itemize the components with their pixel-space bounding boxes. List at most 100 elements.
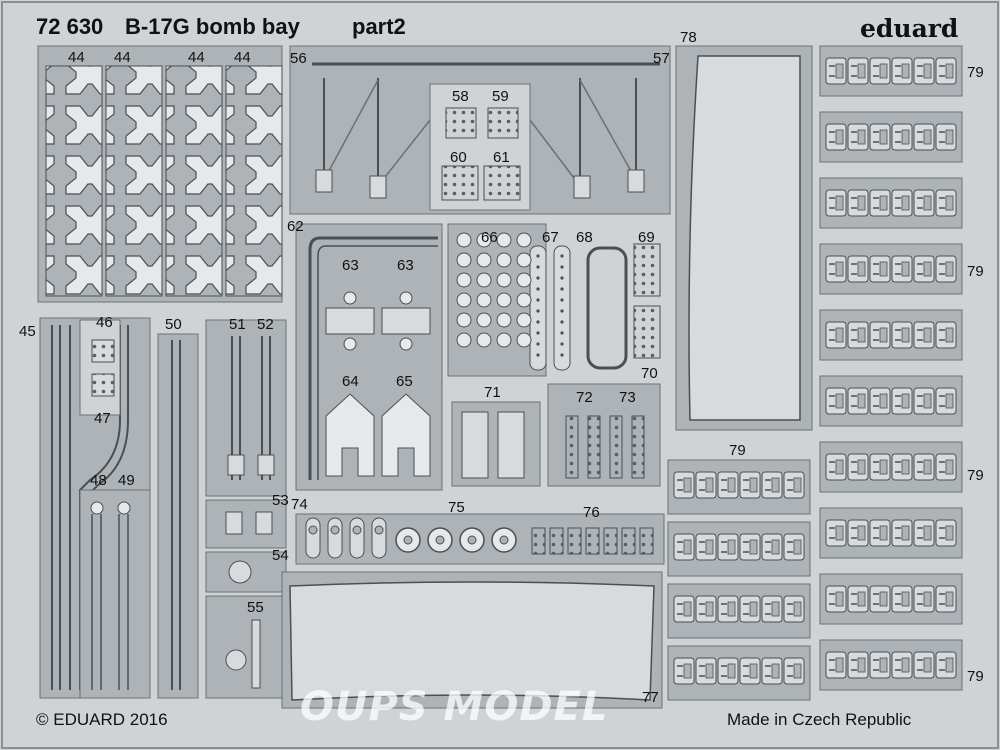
clamp-79 bbox=[869, 387, 891, 415]
link-74 bbox=[305, 517, 321, 559]
brand-logo: eduard bbox=[860, 14, 959, 43]
label-60: 60 bbox=[450, 149, 467, 166]
label-59: 59 bbox=[492, 88, 509, 105]
part-50-rod bbox=[157, 333, 199, 699]
clamp-79 bbox=[825, 57, 847, 85]
part-64-65-brackets bbox=[325, 393, 431, 477]
label-79e: 79 bbox=[729, 442, 746, 459]
clamp-79 bbox=[935, 651, 957, 679]
label-70: 70 bbox=[641, 365, 658, 382]
clamp-79 bbox=[717, 471, 739, 499]
clamp-79 bbox=[847, 123, 869, 151]
label-46: 46 bbox=[96, 314, 113, 331]
clamp-79 bbox=[739, 533, 761, 561]
clamp-79 bbox=[891, 255, 913, 283]
label-62: 62 bbox=[287, 218, 304, 235]
label-52: 52 bbox=[257, 316, 274, 333]
clamp-79 bbox=[913, 519, 935, 547]
tab-76 bbox=[567, 527, 582, 555]
rivet-67 bbox=[536, 254, 540, 258]
clamp-79 bbox=[891, 585, 913, 613]
clamp-79 bbox=[783, 657, 805, 685]
clamp-79 bbox=[783, 595, 805, 623]
disc-66 bbox=[516, 252, 532, 268]
label-75: 75 bbox=[448, 499, 465, 516]
disc-66 bbox=[496, 272, 512, 288]
label-78: 78 bbox=[680, 29, 697, 46]
disc-66 bbox=[476, 272, 492, 288]
label-48: 48 bbox=[90, 472, 107, 489]
label-57: 57 bbox=[653, 50, 670, 67]
disc-66 bbox=[456, 292, 472, 308]
label-45: 45 bbox=[19, 323, 36, 340]
disc-66 bbox=[456, 332, 472, 348]
clamp-79 bbox=[761, 471, 783, 499]
clamp-79 bbox=[935, 387, 957, 415]
label-77: 77 bbox=[642, 689, 659, 706]
clamp-79 bbox=[869, 453, 891, 481]
origin-label: Made in Czech Republic bbox=[727, 710, 912, 729]
label-44a: 44 bbox=[68, 49, 85, 66]
clamp-79 bbox=[891, 651, 913, 679]
clamp-79 bbox=[673, 595, 695, 623]
label-68: 68 bbox=[576, 229, 593, 246]
rivet-67 bbox=[536, 353, 540, 357]
label-79c: 79 bbox=[967, 467, 984, 484]
clamp-79 bbox=[825, 453, 847, 481]
clamp-79 bbox=[847, 189, 869, 217]
clamp-79 bbox=[673, 533, 695, 561]
clamp-79 bbox=[825, 255, 847, 283]
label-49: 49 bbox=[118, 472, 135, 489]
clamp-79 bbox=[783, 471, 805, 499]
rivet-67 bbox=[536, 265, 540, 269]
label-71: 71 bbox=[484, 384, 501, 401]
part-51-52-struts bbox=[205, 319, 287, 497]
part-71-channels bbox=[451, 401, 541, 487]
clamp-79 bbox=[891, 123, 913, 151]
label-79a: 79 bbox=[967, 64, 984, 81]
clamp-79 bbox=[869, 255, 891, 283]
label-73: 73 bbox=[619, 389, 636, 406]
part-58-61-plates bbox=[429, 83, 531, 211]
disc-66 bbox=[456, 232, 472, 248]
rivet-67 bbox=[536, 342, 540, 346]
disc-66 bbox=[456, 312, 472, 328]
clamp-79 bbox=[847, 57, 869, 85]
clamp-79 bbox=[847, 453, 869, 481]
rivet-67 bbox=[560, 254, 564, 258]
clamp-79 bbox=[761, 533, 783, 561]
link-74-hole bbox=[352, 525, 362, 535]
link-74-hole bbox=[308, 525, 318, 535]
rivet-67 bbox=[560, 287, 564, 291]
rivet-67 bbox=[536, 331, 540, 335]
label-47: 47 bbox=[94, 410, 111, 427]
rivet-67 bbox=[560, 309, 564, 313]
part-69-70-plates bbox=[633, 243, 661, 359]
rivet-67 bbox=[536, 320, 540, 324]
disc-66 bbox=[496, 252, 512, 268]
clamp-79 bbox=[891, 387, 913, 415]
sheet-title: B-17G bomb bay bbox=[125, 14, 300, 39]
clamp-79 bbox=[825, 189, 847, 217]
label-66: 66 bbox=[481, 229, 498, 246]
label-64: 64 bbox=[342, 373, 359, 390]
clamp-79 bbox=[825, 321, 847, 349]
clamp-79 bbox=[891, 321, 913, 349]
disc-66 bbox=[456, 252, 472, 268]
sheet-part: part2 bbox=[352, 14, 406, 39]
rivet-67 bbox=[536, 309, 540, 313]
part-63-mounts bbox=[325, 291, 431, 351]
label-58: 58 bbox=[452, 88, 469, 105]
tab-76 bbox=[549, 527, 564, 555]
ring-75-hole bbox=[467, 535, 477, 545]
disc-66 bbox=[516, 292, 532, 308]
clamp-79 bbox=[695, 657, 717, 685]
rivet-67 bbox=[560, 331, 564, 335]
part-48-49-hooks bbox=[79, 489, 151, 699]
clamp-79 bbox=[717, 533, 739, 561]
clamp-79 bbox=[673, 657, 695, 685]
clamp-79 bbox=[717, 657, 739, 685]
disc-66 bbox=[476, 232, 492, 248]
label-72: 72 bbox=[576, 389, 593, 406]
label-51: 51 bbox=[229, 316, 246, 333]
